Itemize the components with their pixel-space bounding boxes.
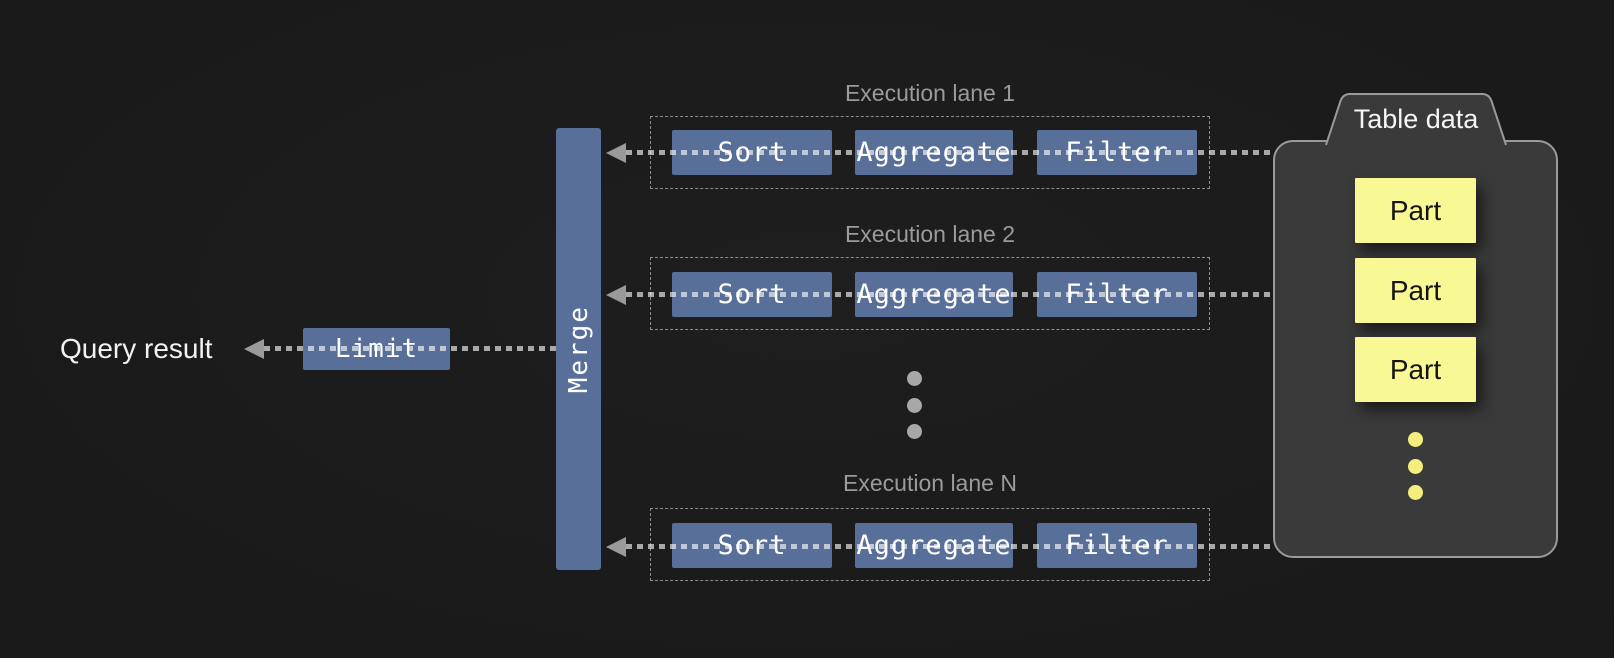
merge-operator-label: Merge	[563, 304, 594, 394]
part-ellipsis-dot	[1408, 485, 1423, 500]
part-box: Part	[1355, 178, 1476, 243]
lane-n-dotted-line	[626, 544, 1272, 549]
query-result-label: Query result	[60, 333, 213, 364]
lane-2-title: Execution lane 2	[844, 221, 1016, 247]
lane-ellipsis-dot	[907, 398, 922, 413]
lane-ellipsis-dot	[907, 424, 922, 439]
merge-operator-bar: Merge	[556, 128, 601, 570]
part-ellipsis-dot	[1408, 459, 1423, 474]
arrow-left-icon	[606, 143, 626, 163]
part-label: Part	[1389, 353, 1442, 385]
table-data-title: Table data	[1353, 104, 1479, 134]
limit-to-result-dotted-line	[264, 346, 556, 351]
arrow-left-icon	[606, 285, 626, 305]
lane-ellipsis-dot	[907, 371, 922, 386]
lane-1-title: Execution lane 1	[844, 80, 1016, 106]
part-label: Part	[1389, 194, 1442, 226]
part-box: Part	[1355, 258, 1476, 323]
lane-n-title: Execution lane N	[843, 470, 1017, 496]
table-data-tab	[1325, 93, 1507, 145]
arrow-left-icon	[244, 339, 264, 359]
lane-1-dotted-line	[626, 150, 1272, 155]
arrow-left-icon	[606, 537, 626, 557]
part-label: Part	[1389, 274, 1442, 306]
lane-2-dotted-line	[626, 292, 1272, 297]
part-ellipsis-dot	[1408, 432, 1423, 447]
part-box: Part	[1355, 337, 1476, 402]
